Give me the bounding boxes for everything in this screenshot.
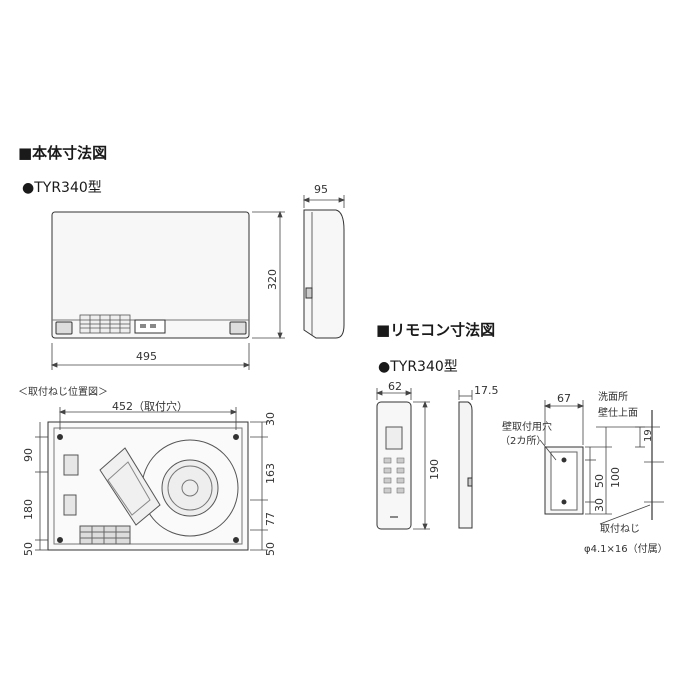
screw-spec-label: φ4.1×16（付属） [584,544,668,555]
main-unit-side-view [303,209,345,339]
mount-left-dim-50: 50 [22,542,35,556]
mount-diagram-label: ＜取付ねじ位置図＞ [18,387,108,398]
mount-left-dim-180: 180 [22,499,35,520]
main-model-label: ●TYR340型 [22,180,102,196]
mount-right-dim-77: 77 [264,512,277,526]
mount-hole-width-dim: 452（取付穴） [112,400,188,413]
main-height-dim: 320 [266,269,279,290]
front-foot-right [229,321,247,335]
wall-hole-count-label: （2カ所） [500,436,547,447]
remote-depth-dim: 17.5 [474,384,499,397]
remote-section-title: ■リモコン寸法図 [376,321,496,339]
screw-hole-icon [57,434,63,440]
wash-room-label: 洗面所 [598,392,628,403]
main-depth-dim: 95 [314,183,328,196]
mount-right-dim-30: 30 [264,412,277,426]
remote-height-dim: 190 [428,459,441,480]
main-unit-front-view [51,211,250,339]
remote-model-label: ●TYR340型 [378,359,458,375]
bracket-width-dim: 67 [557,392,571,405]
screw-hole-icon [57,537,63,543]
screw-hole-icon [233,434,239,440]
mount-right-dim-50: 50 [264,542,277,556]
remote-front-view [376,401,412,530]
bracket-side-gap-dim: 19 [643,429,654,442]
remote-bracket [544,446,584,515]
bracket-height-dim: 100 [609,467,622,488]
screw-hole-icon [233,537,239,543]
front-foot-left [55,321,73,335]
screw-label: 取付ねじ [600,524,640,535]
mount-right-dim-163: 163 [264,463,277,484]
mount-diagram [47,421,249,551]
mount-left-dim-90: 90 [22,448,35,462]
wall-top-label: 壁仕上面 [598,408,638,419]
remote-side-view [458,401,473,529]
main-section-title: ■本体寸法図 [18,144,108,162]
remote-width-dim: 62 [388,380,402,393]
bracket-inner-dim: 50 [593,474,606,488]
main-width-dim: 495 [136,350,157,363]
front-vent-grille [79,314,131,334]
bracket-offset-dim: 30 [593,498,606,512]
wall-hole-label: 壁取付用穴 [502,422,552,433]
